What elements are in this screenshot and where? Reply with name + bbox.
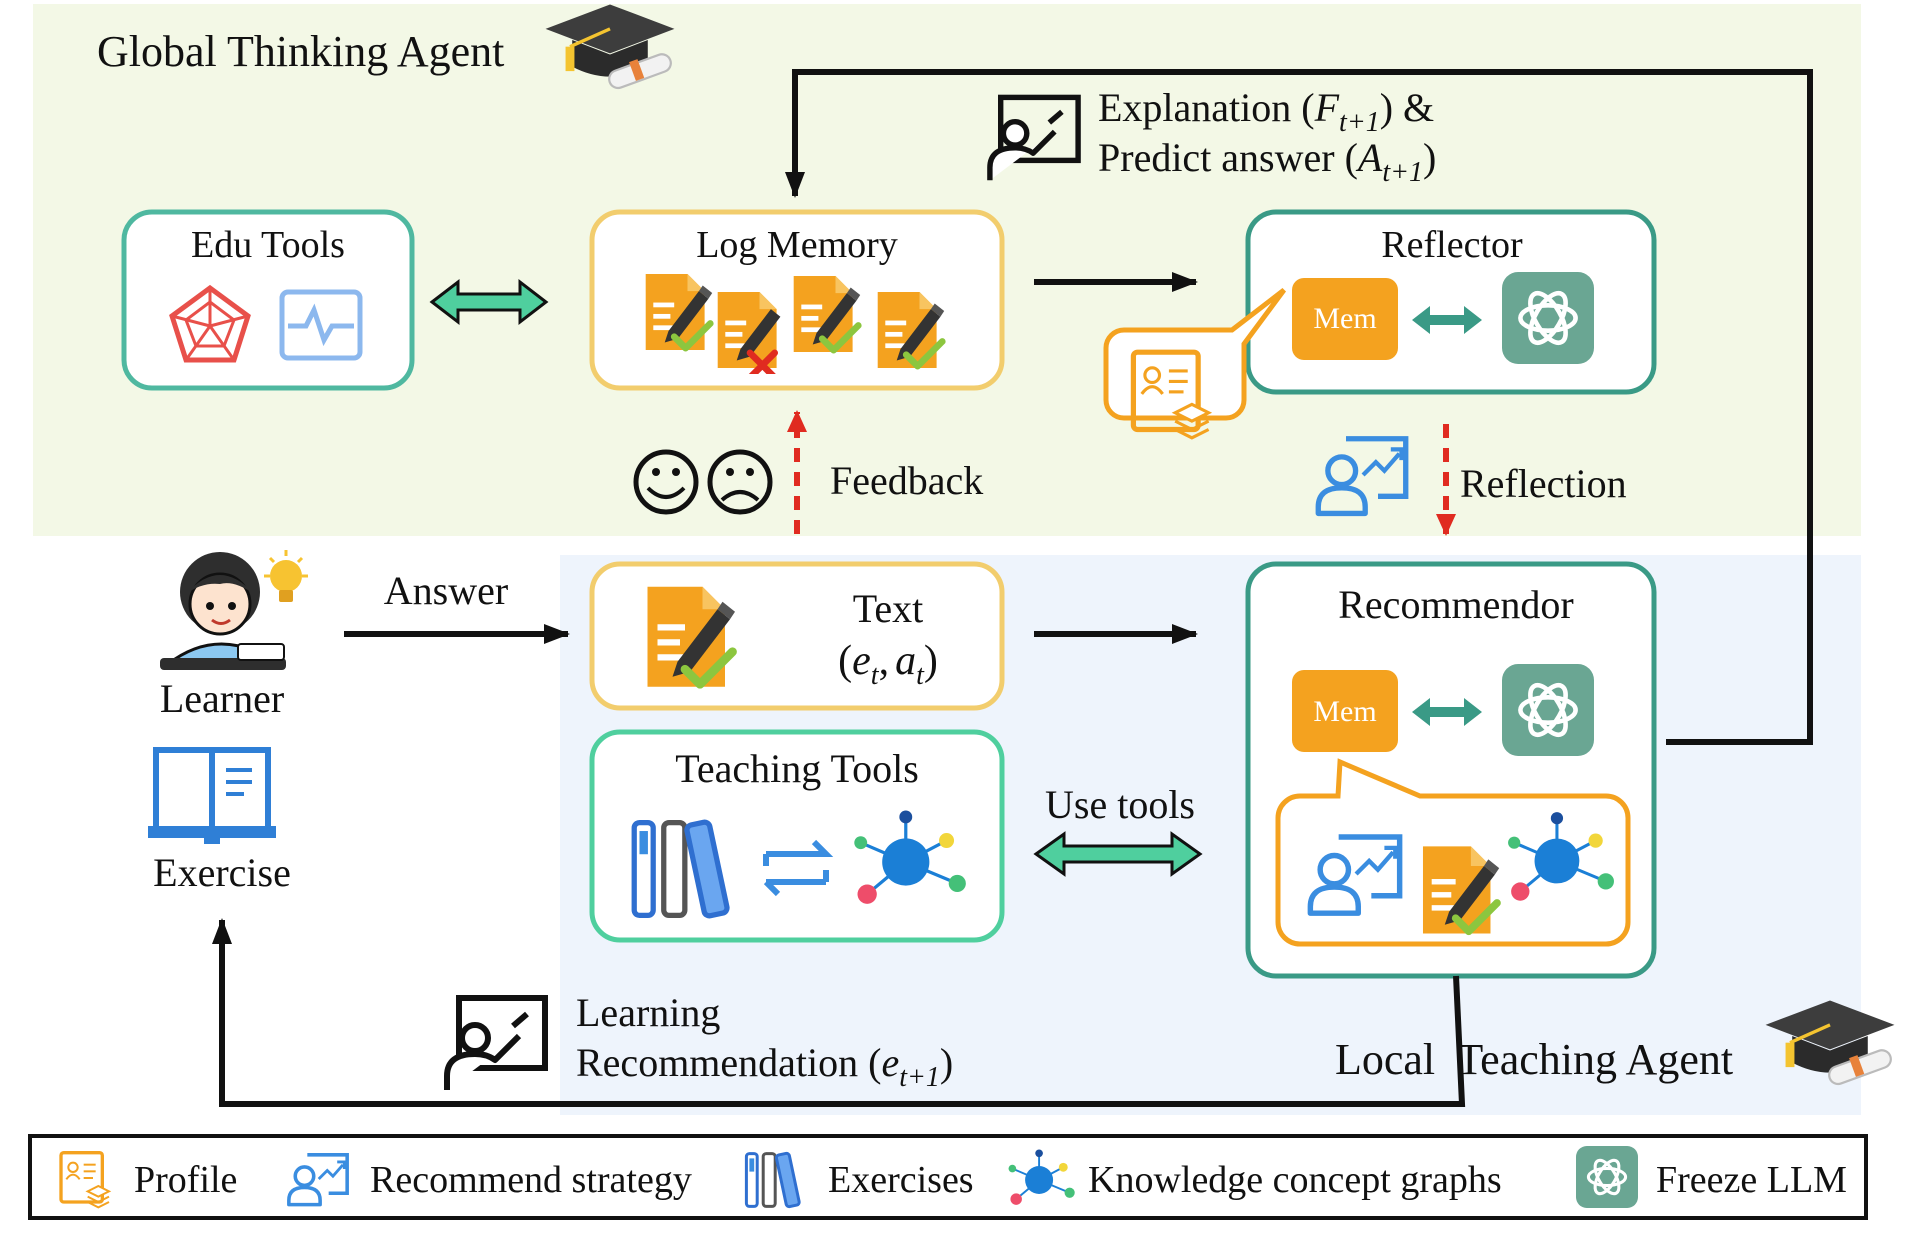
- text-title: Text: [853, 586, 924, 631]
- loop-arrow: [785, 69, 1813, 745]
- answer-label: Answer: [384, 568, 508, 613]
- edu-log-double-arrow: [429, 278, 549, 326]
- radar-chart-icon: [169, 284, 251, 363]
- smile-face-icon: [633, 449, 699, 515]
- recommendor-mem-label: Mem: [1313, 695, 1376, 728]
- learner-label: Learner: [160, 676, 284, 721]
- recommendor-llm-icon: [1502, 664, 1594, 756]
- learning-rec-line1: Learning: [576, 990, 720, 1035]
- exercise-label: Exercise: [153, 850, 291, 895]
- log-doc-wrong-icon: [718, 292, 781, 378]
- exercise-book-icon: [148, 747, 276, 844]
- lightbulb-icon: [264, 550, 308, 602]
- legend-recommend-strategy-label: Recommend strategy: [370, 1159, 692, 1201]
- use-tools-double-arrow: [1033, 831, 1203, 877]
- recommendor-mem-llm-arrow: [1412, 698, 1482, 726]
- edu-tools-title: Edu Tools: [191, 224, 345, 266]
- edu-tools-box: Edu Tools: [121, 209, 415, 391]
- recommendation-arrow: [212, 918, 1466, 1107]
- teaching-tools-title: Teaching Tools: [675, 746, 919, 791]
- exercises-icon: [634, 821, 728, 917]
- use-tools-label: Use tools: [1045, 782, 1195, 827]
- legend-llm-icon: [1576, 1146, 1638, 1208]
- recommendor-box: Recommendor Mem: [1245, 561, 1657, 979]
- legend-llm-label: Freeze LLM: [1656, 1159, 1847, 1201]
- reflector-mem-label: Mem: [1313, 302, 1376, 335]
- profile-bubble: [1103, 288, 1287, 438]
- legend: Profile Recommend strategy Exercises Kno…: [28, 1134, 1868, 1220]
- global-agent-title: Global Thinking Agent: [97, 27, 504, 76]
- recommendation-teacher-icon: [447, 998, 545, 1090]
- reflector-box: Reflector Mem: [1245, 209, 1657, 395]
- recommendor-title: Recommendor: [1338, 582, 1574, 627]
- reflector-mem-block: [1292, 278, 1398, 360]
- teaching-tools-box: Teaching Tools: [589, 729, 1005, 943]
- reflector-llm-icon: [1502, 272, 1594, 364]
- explanation-line1: Explanation (Ft+1) &: [1098, 85, 1434, 138]
- learning-rec-line2: Recommendation (et+1): [576, 1040, 953, 1093]
- explanation-line2: Predict answer (At+1): [1098, 135, 1436, 188]
- feedback-label: Feedback: [830, 458, 983, 503]
- reflection-label: Reflection: [1460, 461, 1627, 506]
- legend-knowledge-graph-label: Knowledge concept graphs: [1088, 1159, 1502, 1201]
- learner-avatar: [160, 552, 286, 670]
- sad-face-icon: [707, 449, 773, 515]
- local-agent-title: Local Teaching Agent: [1335, 1035, 1733, 1084]
- legend-exercises-label: Exercises: [828, 1159, 974, 1201]
- log-memory-box: Log Memory: [589, 209, 1005, 391]
- legend-profile-label: Profile: [134, 1159, 237, 1201]
- legend-exercises-icon: [744, 1151, 802, 1209]
- reflector-mem-llm-arrow: [1412, 306, 1482, 334]
- text-box: Text (et,at): [589, 561, 1005, 711]
- line-chart-icon: [279, 289, 363, 361]
- reflector-title: Reflector: [1381, 224, 1523, 266]
- recommendor-mem-block: [1292, 670, 1398, 752]
- log-memory-title: Log Memory: [696, 224, 898, 266]
- text-formula: (et,at): [838, 638, 938, 691]
- swap-arrows-icon: [763, 839, 834, 897]
